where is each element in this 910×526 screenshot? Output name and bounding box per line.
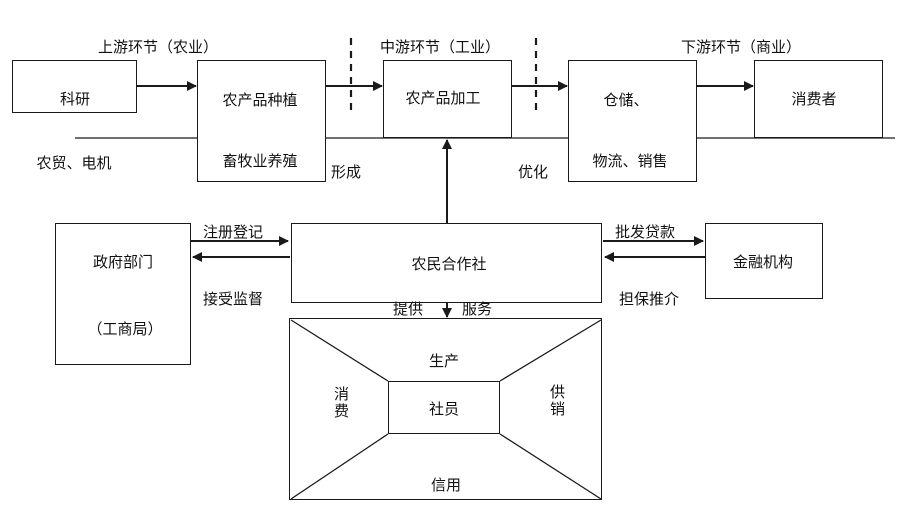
consumer-box (754, 60, 883, 138)
consumption-label: 消费 (332, 386, 350, 420)
government-label: 政府部门 (92, 253, 154, 271)
member-label: 社员 (428, 400, 460, 418)
livestock-label: 畜牧业养殖 (222, 152, 298, 170)
logistics-label: 物流、销售 (592, 152, 668, 170)
guarantee-label: 担保推介 (619, 290, 680, 308)
member-box (388, 381, 500, 434)
midstream-stage-label: 中游环节（工业） (380, 38, 501, 56)
loan-label: 批发贷款 (615, 223, 676, 241)
credit-label: 信用 (430, 476, 462, 494)
frame-diagonal-top-right (499, 319, 602, 382)
finance-box (705, 223, 823, 299)
optimize-label: 优化 (518, 163, 549, 181)
form-label: 形成 (331, 163, 362, 181)
frame-diagonal-bottom-right (499, 433, 602, 500)
provide-label: 提供 (393, 300, 424, 318)
supervise-label: 接受监督 (203, 290, 264, 308)
production-label: 生产 (428, 352, 460, 370)
cooperative-box (291, 223, 602, 303)
cooperative-label: 农民合作社 (411, 255, 487, 273)
government-box (55, 223, 191, 365)
service-label: 服务 (462, 300, 493, 318)
trade-label: 农贸、电机 (36, 154, 112, 172)
frame-diagonal-top-left (290, 319, 389, 382)
services-frame (289, 318, 602, 500)
storage-label: 仓储、 (603, 91, 649, 109)
processing-box (383, 60, 512, 138)
research-box (12, 60, 137, 113)
upstream-stage-label: 上游环节（农业） (98, 38, 219, 56)
research-label: 科研 (59, 90, 91, 108)
register-label: 注册登记 (203, 223, 264, 241)
frame-diagonal-bottom-left (290, 433, 389, 500)
consumer-label: 消费者 (791, 90, 837, 108)
supply-marketing-label: 供销 (548, 384, 566, 418)
government-sub-label: （工商局） (87, 320, 163, 338)
downstream-stage-label: 下游环节（商业） (681, 38, 802, 56)
finance-label: 金融机构 (732, 253, 794, 271)
planting-box (197, 60, 326, 182)
planting-label: 农产品种植 (222, 91, 298, 109)
processing-label: 农产品加工 (405, 89, 481, 107)
storage-box (568, 60, 697, 182)
